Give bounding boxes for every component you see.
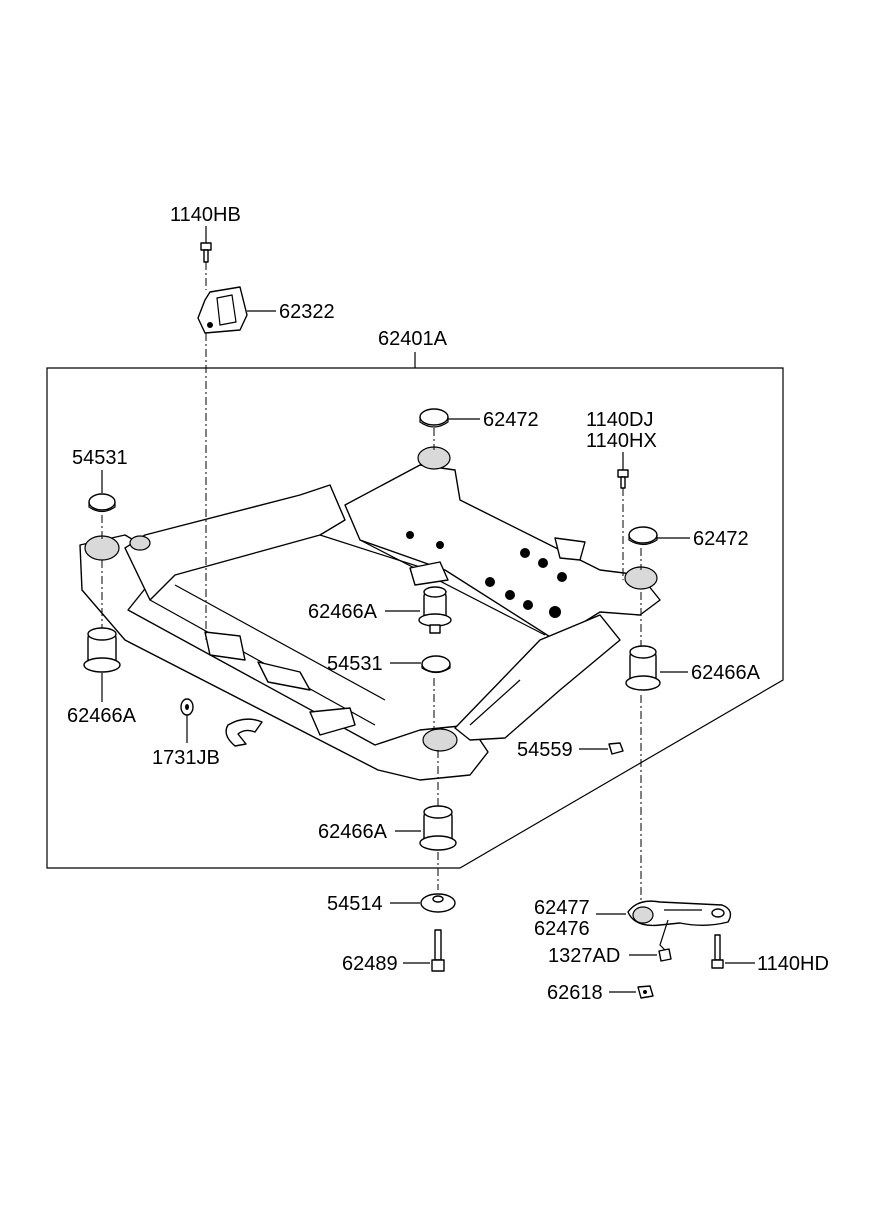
bushing-62466a-right [625,645,661,691]
bolt-1140hd [711,934,724,969]
clip-1327ad [658,948,672,962]
nut-62618 [637,985,654,999]
label-54559: 54559 [517,739,573,761]
assembly-boundary [46,367,784,869]
label-1140hx: 1140HX [586,430,657,452]
label-54514: 54514 [327,893,383,915]
washer-54531-left [88,493,116,513]
label-62322: 62322 [279,301,335,323]
label-54531-center: 54531 [327,653,383,675]
washer-62472-front [419,408,449,428]
label-62466a-left: 62466A [67,705,137,727]
label-62472-front: 62472 [483,409,539,431]
label-54531-left: 54531 [72,447,128,469]
label-62466a-bottom: 62466A [318,821,388,843]
label-62466a-center: 62466A [308,601,378,623]
label-62476: 62476 [534,918,590,940]
washer-62472-rear [628,526,658,546]
nut-54559 [608,742,624,755]
bolt-1140hb [200,242,212,263]
label-62618: 62618 [547,982,603,1004]
bolt-62489 [431,929,445,972]
label-1327ad: 1327AD [548,945,620,967]
label-62472-rear: 62472 [693,528,749,550]
bracket-62322 [197,286,248,334]
bushing-62466a-center [418,586,452,634]
assembly-label: 62401A [378,328,448,350]
mount-62477 [627,900,732,951]
label-1731jb: 1731JB [152,747,220,769]
clip-1731jb [180,698,263,747]
bushing-62466a-left [83,627,121,673]
label-1140hb: 1140HB [170,204,241,226]
label-62466a-right: 62466A [691,662,761,684]
subframe-body [79,446,661,781]
label-1140hd: 1140HD [757,953,829,975]
label-1140dj: 1140DJ [586,409,653,431]
label-62477: 62477 [534,897,590,919]
washer-54514 [420,893,456,913]
bushing-62466a-bottom [419,805,457,851]
bolt-1140dj [617,469,629,489]
washer-54531-center [421,655,451,674]
label-62489: 62489 [342,953,398,975]
